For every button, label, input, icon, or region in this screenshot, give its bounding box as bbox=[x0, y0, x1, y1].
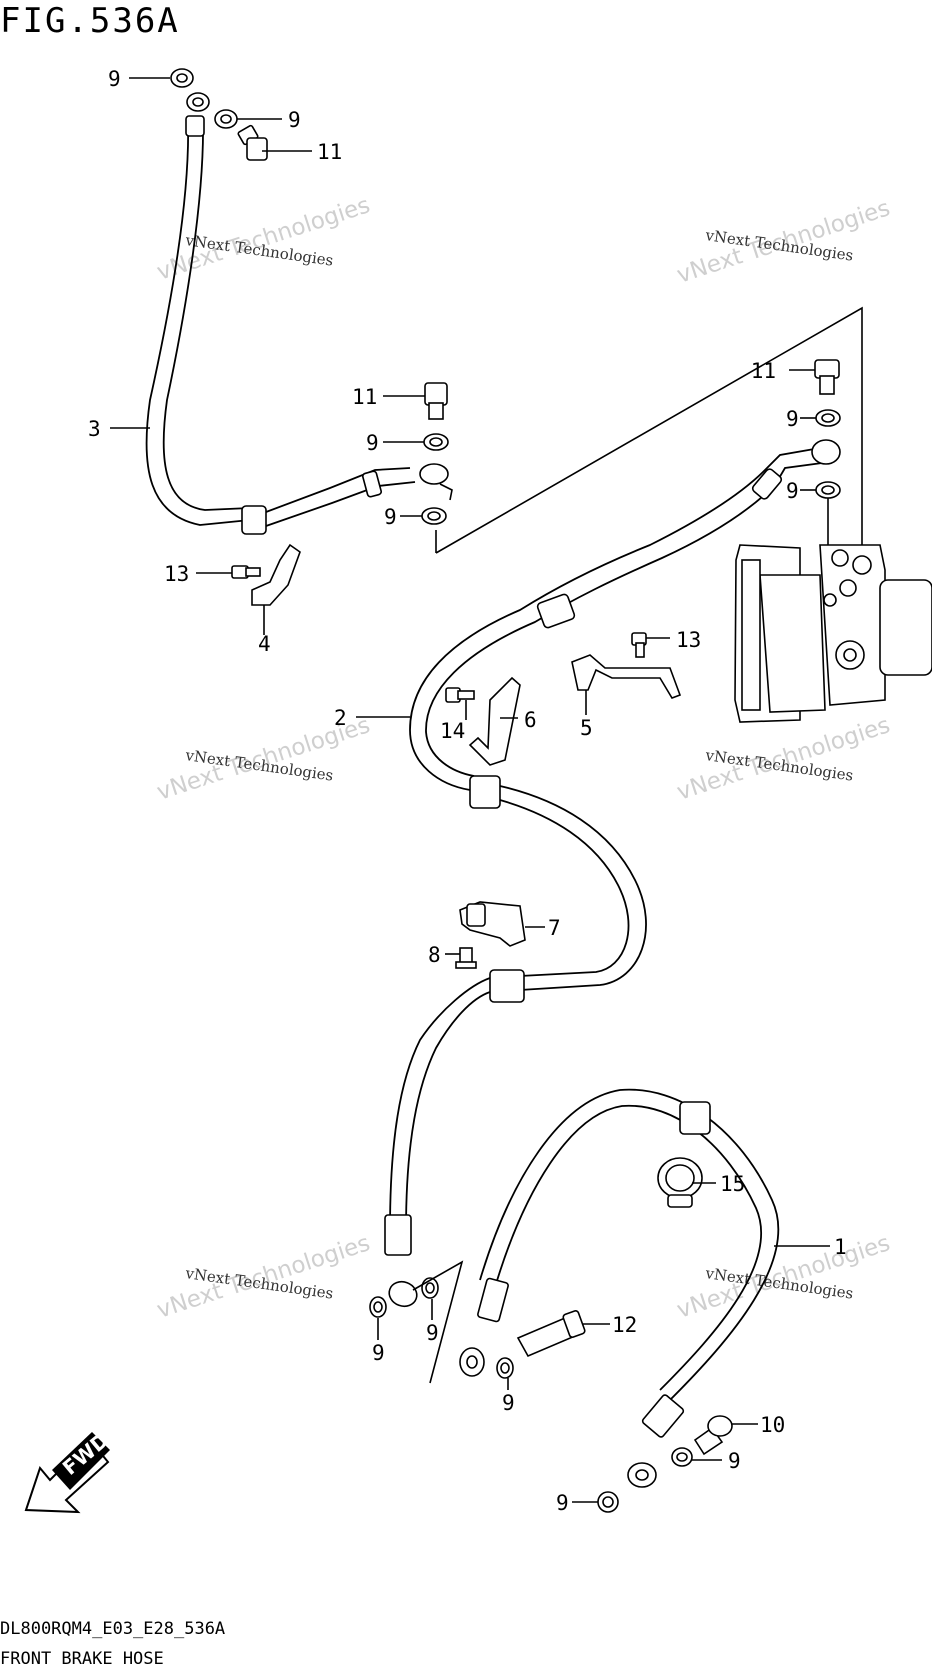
callout-9: 9 bbox=[728, 1449, 741, 1473]
bolt-8 bbox=[455, 947, 477, 969]
callout-9: 9 bbox=[786, 407, 799, 431]
callout-3: 3 bbox=[88, 417, 101, 441]
callout-1: 1 bbox=[834, 1235, 847, 1259]
callout-9: 9 bbox=[786, 479, 799, 503]
brake-hose-3 bbox=[145, 92, 453, 535]
bolt-13-right bbox=[631, 632, 647, 658]
bracket-4 bbox=[251, 543, 301, 606]
callout-labels: 9 9 11 11 9 9 3 13 4 11 9 9 2 13 5 6 14 … bbox=[88, 67, 847, 1515]
brake-hose-2 bbox=[384, 439, 841, 1308]
bracket-5 bbox=[571, 654, 682, 699]
callout-15: 15 bbox=[720, 1172, 745, 1196]
bolt-11-middle bbox=[424, 382, 448, 420]
bolt-11-right bbox=[814, 359, 840, 395]
callout-9: 9 bbox=[108, 67, 121, 91]
bolt-14 bbox=[445, 687, 475, 703]
callout-9: 9 bbox=[288, 108, 301, 132]
callout-2: 2 bbox=[334, 706, 347, 730]
leader-lines bbox=[110, 77, 830, 1503]
leader-triangle-abs bbox=[435, 306, 863, 554]
callout-8: 8 bbox=[428, 943, 441, 967]
callout-9: 9 bbox=[502, 1391, 515, 1415]
clamp-15 bbox=[657, 1157, 703, 1208]
figure-title: FIG.536A bbox=[0, 1, 180, 41]
watermark-bottom-right: vNext Technologies vNext Technologies bbox=[674, 1230, 893, 1323]
abs-hydraulic-unit bbox=[734, 544, 932, 723]
callout-11: 11 bbox=[751, 359, 776, 383]
callout-9: 9 bbox=[384, 505, 397, 529]
callout-9: 9 bbox=[426, 1321, 439, 1345]
callout-14: 14 bbox=[440, 719, 465, 743]
brake-hose-1 bbox=[459, 1088, 780, 1488]
callout-7: 7 bbox=[548, 916, 561, 940]
leader-triangle-caliper bbox=[412, 1260, 464, 1384]
bolt-12 bbox=[516, 1310, 586, 1358]
callout-11: 11 bbox=[317, 140, 342, 164]
callout-13: 13 bbox=[164, 562, 189, 586]
bracket-6 bbox=[468, 676, 521, 766]
clamp-7 bbox=[459, 901, 526, 947]
callout-12: 12 bbox=[612, 1313, 637, 1337]
callout-11: 11 bbox=[352, 385, 377, 409]
bolt-10 bbox=[693, 1415, 733, 1456]
watermark-middle-right: vNext Technologies vNext Technologies bbox=[674, 712, 893, 805]
watermark-bottom-left: vNext Technologies vNext Technologies bbox=[154, 1230, 373, 1323]
callout-9: 9 bbox=[372, 1341, 385, 1365]
callout-13: 13 bbox=[676, 628, 701, 652]
callout-10: 10 bbox=[760, 1413, 785, 1437]
watermark-top-right: vNext Technologies vNext Technologies bbox=[674, 195, 893, 288]
callout-9: 9 bbox=[366, 431, 379, 455]
figure-caption: FRONT BRAKE HOSE bbox=[0, 1649, 164, 1669]
bolt-13-left bbox=[231, 565, 261, 579]
fwd-arrow-icon: FWD bbox=[24, 1428, 113, 1514]
callout-5: 5 bbox=[580, 716, 593, 740]
callout-6: 6 bbox=[524, 708, 537, 732]
callout-9: 9 bbox=[556, 1491, 569, 1515]
model-code: DL800RQM4_E03_E28_536A bbox=[0, 1619, 225, 1639]
callout-4: 4 bbox=[258, 632, 271, 656]
watermark-top-left: vNext Technologies vNext Technologies bbox=[154, 192, 373, 285]
bolt-11-top bbox=[237, 124, 268, 161]
